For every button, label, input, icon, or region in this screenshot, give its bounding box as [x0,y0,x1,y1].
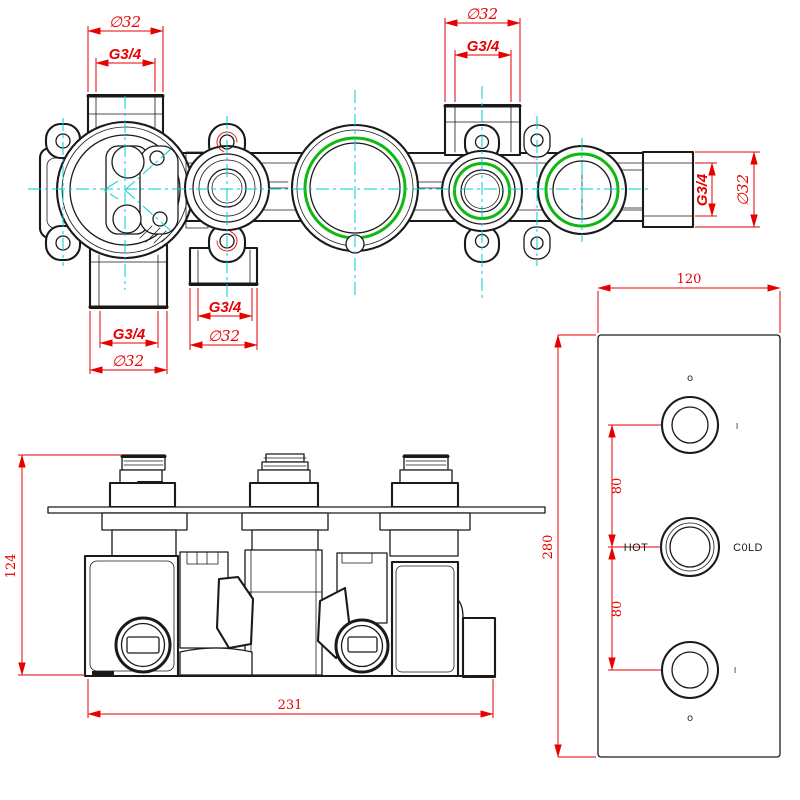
dim-mid-bottom-port-diameter: ∅32 [208,327,240,345]
hot-label: HOT [624,542,648,554]
panel-dimensions: 120 280 80 80 [541,272,781,758]
panel-view: 120 280 80 80 HOT C0LD o I I o [541,272,781,758]
knob-bottom [660,640,720,700]
cartridge-stem-1 [108,454,177,509]
dim-mid-top-port-diameter: ∅32 [466,5,498,23]
dim-knob-spacing-upper: 80 [610,478,625,495]
mounting-plate [47,506,546,514]
side-port-left [114,616,172,674]
top-tick-mark: I [736,422,738,431]
cold-label: C0LD [733,542,763,554]
right-port-block [641,150,695,229]
dim-right-port-diameter: ∅32 [734,174,752,206]
dim-mid-bottom-port-thread: G3/4 [209,299,242,316]
dim-side-length: 231 [278,698,303,713]
dim-right-port-thread: G3/4 [694,173,711,206]
right-end-block [461,616,497,679]
trim-plate [597,334,781,758]
outlet-port-bottom-mid [188,246,259,287]
bottom-tick-mark: I [734,666,736,675]
dim-left-bottom-port-thread: G3/4 [113,326,146,343]
cartridge-stem-2 [248,453,320,509]
side-view: 124 231 [4,453,546,718]
side-view-dimensions: 124 231 [4,454,494,718]
centerlines [28,86,652,302]
front-view-dimensions: ∅32 G3/4 ∅32 G3/4 G3/4 ∅32 G3/4 ∅32 [87,5,760,374]
section-hatch [139,225,171,244]
dim-left-top-port-thread: G3/4 [109,46,142,63]
lever-plate-1 [215,575,255,650]
dim-left-top-port-diameter: ∅32 [109,13,141,31]
dim-panel-width: 120 [677,272,702,287]
valve-body-side [83,512,497,679]
dim-panel-height: 280 [541,535,556,560]
dim-left-bottom-port-diameter: ∅32 [112,352,144,370]
body-transition [457,599,464,619]
bottom-dot-mark: o [687,713,693,724]
dim-mid-top-port-thread: G3/4 [467,38,500,55]
foot [92,671,114,676]
top-dot-mark: o [687,373,693,384]
side-port-right [334,618,390,674]
notched-column [179,551,253,676]
front-view: ∅32 G3/4 ∅32 G3/4 G3/4 ∅32 G3/4 ∅32 [28,5,760,374]
cartridge-stem-3 [390,454,460,509]
dim-knob-spacing-lower: 80 [610,601,625,618]
knob-top [660,395,720,455]
dim-side-height: 124 [4,554,19,579]
